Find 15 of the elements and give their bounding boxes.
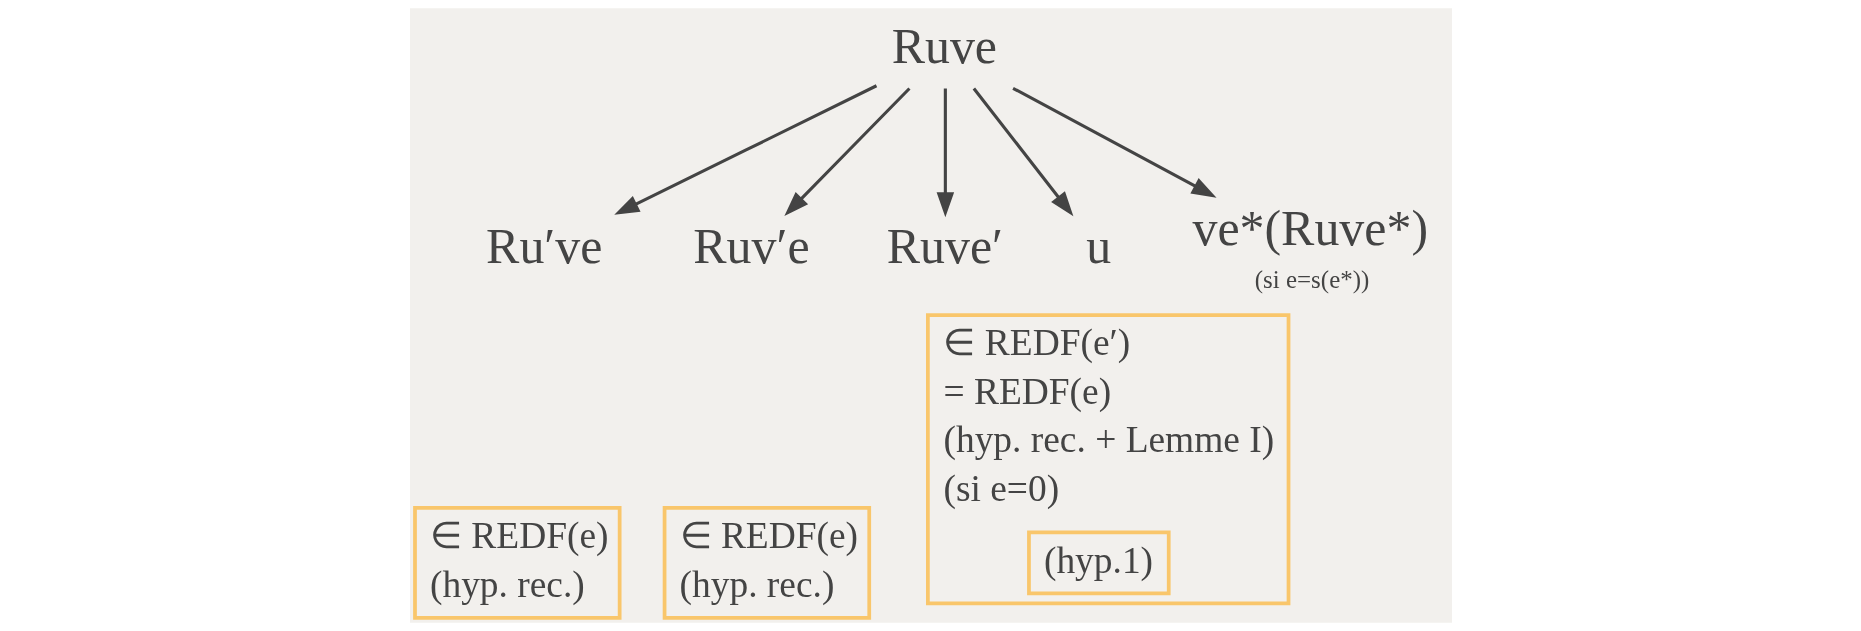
node-text: Ruv′e — [692, 218, 810, 274]
node-box: (hyp.1) — [1026, 530, 1171, 596]
node-text: Ru′ve — [485, 218, 602, 274]
node-text: ve*(Ruve*) — [1191, 201, 1428, 257]
node-label: (si e=s(e*)) — [1254, 265, 1369, 293]
node-text: Ruve′ — [886, 218, 1003, 274]
node-box: ∈ REDF(e) (hyp. rec.) — [662, 506, 871, 620]
node-text: Ruve — [891, 19, 997, 75]
arrow — [783, 87, 911, 216]
node-box: ∈ REDF(e) (hyp. rec.) — [412, 506, 621, 620]
arrow — [613, 84, 877, 215]
node-text: u — [1085, 218, 1111, 274]
arrow — [1011, 86, 1217, 198]
arrow — [972, 87, 1073, 217]
arrow — [936, 88, 954, 218]
